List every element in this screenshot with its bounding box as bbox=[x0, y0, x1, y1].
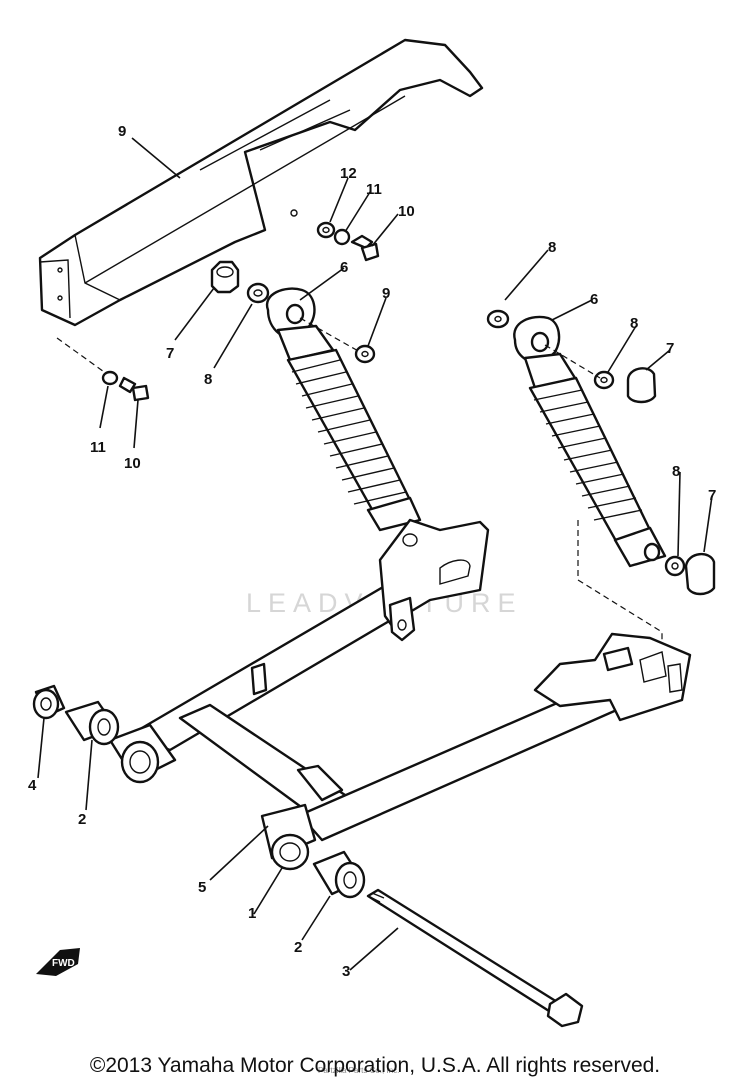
callout-11-lower: 11 bbox=[90, 439, 106, 456]
left-shock-absorber bbox=[265, 287, 422, 532]
callout-12: 12 bbox=[340, 165, 357, 182]
right-shock-absorber bbox=[513, 315, 667, 568]
callout-6-right: 6 bbox=[590, 291, 598, 308]
callout-2-right: 2 bbox=[294, 939, 302, 956]
chain-case-lower-fasteners bbox=[56, 337, 150, 402]
callout-7-right-bottom: 7 bbox=[708, 487, 716, 504]
callout-9-washer: 9 bbox=[382, 285, 390, 302]
callout-10-lower: 10 bbox=[124, 455, 141, 472]
chain-case-upper-fasteners bbox=[316, 221, 380, 262]
callout-7: 7 bbox=[166, 345, 174, 362]
callout-3: 3 bbox=[342, 963, 350, 980]
callout-11: 11 bbox=[366, 181, 382, 198]
callout-4: 4 bbox=[28, 777, 37, 794]
right-shock-nuts-washers bbox=[486, 309, 716, 650]
callout-8-right-top: 8 bbox=[548, 239, 556, 256]
callout-8-right-mid: 8 bbox=[630, 315, 638, 332]
rear-arm bbox=[108, 518, 692, 871]
callout-9: 9 bbox=[118, 123, 126, 140]
callout-1: 1 bbox=[248, 905, 256, 922]
callout-numbers: 9 12 11 10 7 8 6 9 11 10 8 6 8 7 8 7 4 2… bbox=[28, 123, 716, 980]
left-shock-upper-nut-washers bbox=[210, 260, 376, 364]
leader-lines bbox=[37, 137, 713, 971]
callout-8-right-bottom: 8 bbox=[672, 463, 680, 480]
chain-case bbox=[38, 38, 484, 327]
pivot-shaft bbox=[366, 888, 584, 1028]
callout-7-right-top: 7 bbox=[666, 340, 674, 357]
callout-2-left: 2 bbox=[78, 811, 86, 828]
callout-5: 5 bbox=[198, 879, 206, 896]
forward-direction-arrow-icon: FWD bbox=[36, 948, 80, 976]
bushing-2-left bbox=[64, 700, 120, 746]
callout-10: 10 bbox=[398, 203, 415, 220]
svg-text:FWD: FWD bbox=[52, 958, 75, 969]
faint-credit-text: Partzilla Parts Co., Inc. bbox=[318, 1066, 400, 1075]
bushing-2-right bbox=[312, 850, 366, 899]
callout-6: 6 bbox=[340, 259, 348, 276]
bushing-4 bbox=[32, 684, 66, 720]
callout-8: 8 bbox=[204, 371, 212, 388]
copyright-notice: ©2013 Yamaha Motor Corporation, U.S.A. A… bbox=[89, 1054, 661, 1077]
